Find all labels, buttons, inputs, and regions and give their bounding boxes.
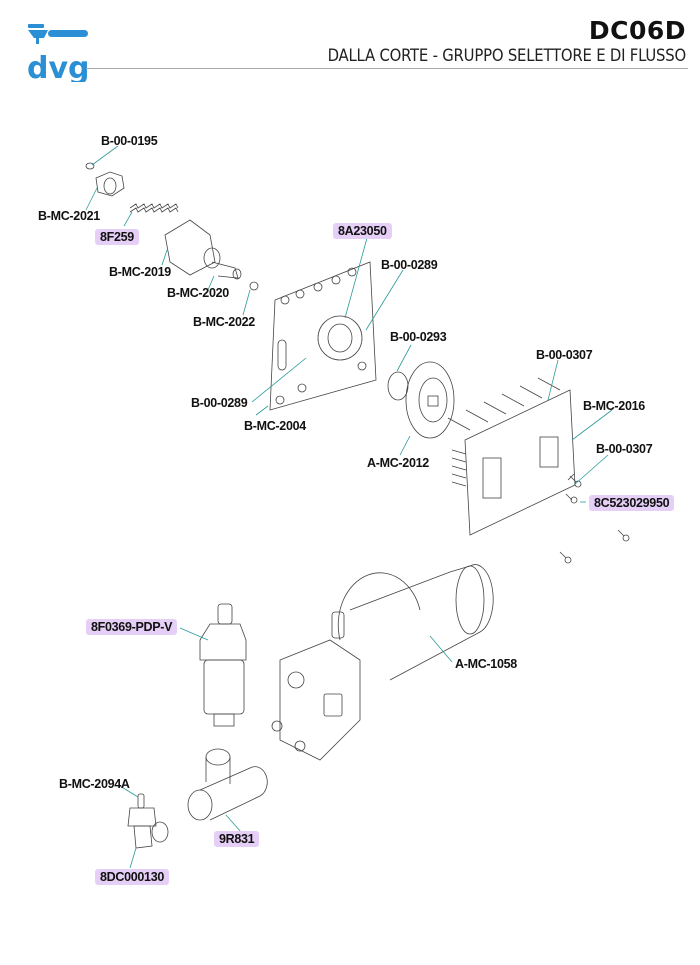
part-label: B-MC-2022 [193,315,255,329]
part-label: B-MC-2094A [59,777,130,791]
part-label: B-MC-2021 [38,209,100,223]
part-label-highlighted: 8F259 [95,229,139,245]
part-label: A-MC-2012 [367,456,429,470]
part-b-mc-2019 [164,219,242,280]
document-title: DALLA CORTE - GRUPPO SELETTORE E DI FLUS… [327,46,687,65]
document-code: DC06D [588,16,686,45]
part-b-mc-2021 [95,171,125,197]
part-label-highlighted: 8C523029950 [589,495,675,511]
part-b-00-0293 [387,371,409,401]
part-8f259-spring [129,203,179,213]
part-b-mc-2016-board [447,377,576,536]
part-8f0369-pdp-v [199,603,247,727]
part-label: B-00-0307 [596,442,653,456]
header-divider [86,68,688,69]
part-9r831-tee [187,748,268,821]
part-b-00-0195 [85,162,95,170]
part-label: B-MC-2004 [244,419,306,433]
part-label-highlighted: 8DC000130 [95,869,170,885]
leader-lines [85,145,613,869]
part-8dc000130 [127,793,169,849]
dvg-logo: dvg [27,24,90,82]
part-b-mc-2004-plate [269,261,377,411]
part-label: B-MC-2020 [167,286,229,300]
part-label-highlighted: 8F0369-PDP-V [86,619,178,635]
part-label: B-MC-2019 [109,265,171,279]
part-label: B-00-0289 [191,396,248,410]
part-label-highlighted: 8A23050 [333,223,392,239]
part-label: B-MC-2016 [583,399,645,413]
part-a-mc-1058 [271,564,494,761]
logo-text: dvg [27,51,90,82]
part-label: A-MC-1058 [455,657,517,671]
part-label: B-00-0307 [536,348,593,362]
part-label: B-00-0293 [390,330,447,344]
part-label-highlighted: 9R831 [214,831,260,847]
part-label: B-00-0195 [101,134,158,148]
part-label: B-00-0289 [381,258,438,272]
part-a-mc-2012 [405,361,455,439]
